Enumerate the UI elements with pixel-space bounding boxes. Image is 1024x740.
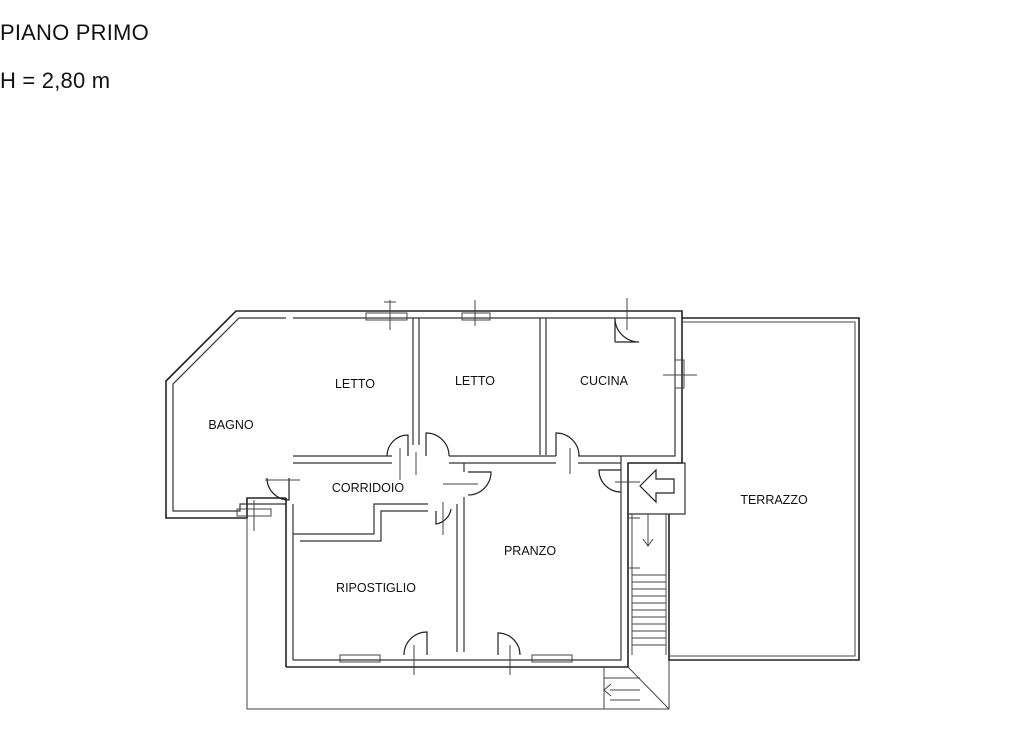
room-label-cucina: CUCINA — [580, 374, 629, 388]
room-label-letto-1: LETTO — [335, 377, 375, 391]
room-label-bagno: BAGNO — [208, 418, 253, 432]
door-swing-icon — [265, 298, 640, 675]
outer-walls — [165, 310, 683, 710]
room-label-corridoio: CORRIDOIO — [332, 481, 405, 495]
room-label-ripostiglio: RIPOSTIGLIO — [336, 581, 416, 595]
interior-walls — [293, 318, 686, 652]
room-label-terrazzo: TERRAZZO — [740, 493, 808, 507]
height-note: H = 2,80 m — [0, 68, 111, 93]
room-label-pranzo: PRANZO — [504, 544, 556, 558]
window-icon — [236, 300, 697, 663]
stairs-icon — [603, 514, 670, 710]
room-label-letto-2: LETTO — [455, 374, 495, 388]
floor-title: PIANO PRIMO — [0, 20, 149, 45]
terrace-outline — [668, 317, 860, 661]
entrance-arrow-icon — [639, 468, 675, 504]
